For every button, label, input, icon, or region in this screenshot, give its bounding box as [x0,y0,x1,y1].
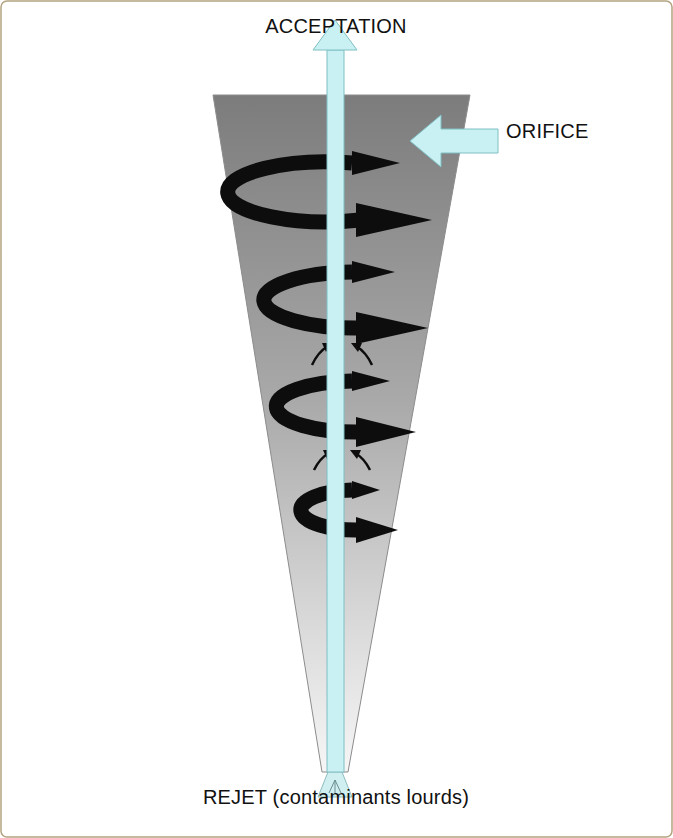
inlet-label: ORIFICE [506,119,589,143]
swirl-arrowheads [352,151,432,543]
accept-label: ACCEPTATION [265,14,406,38]
inlet-arrow [410,115,498,167]
accept-flow-shaft [327,50,344,772]
reject-label: REJET (contaminants lourds) [203,785,469,809]
